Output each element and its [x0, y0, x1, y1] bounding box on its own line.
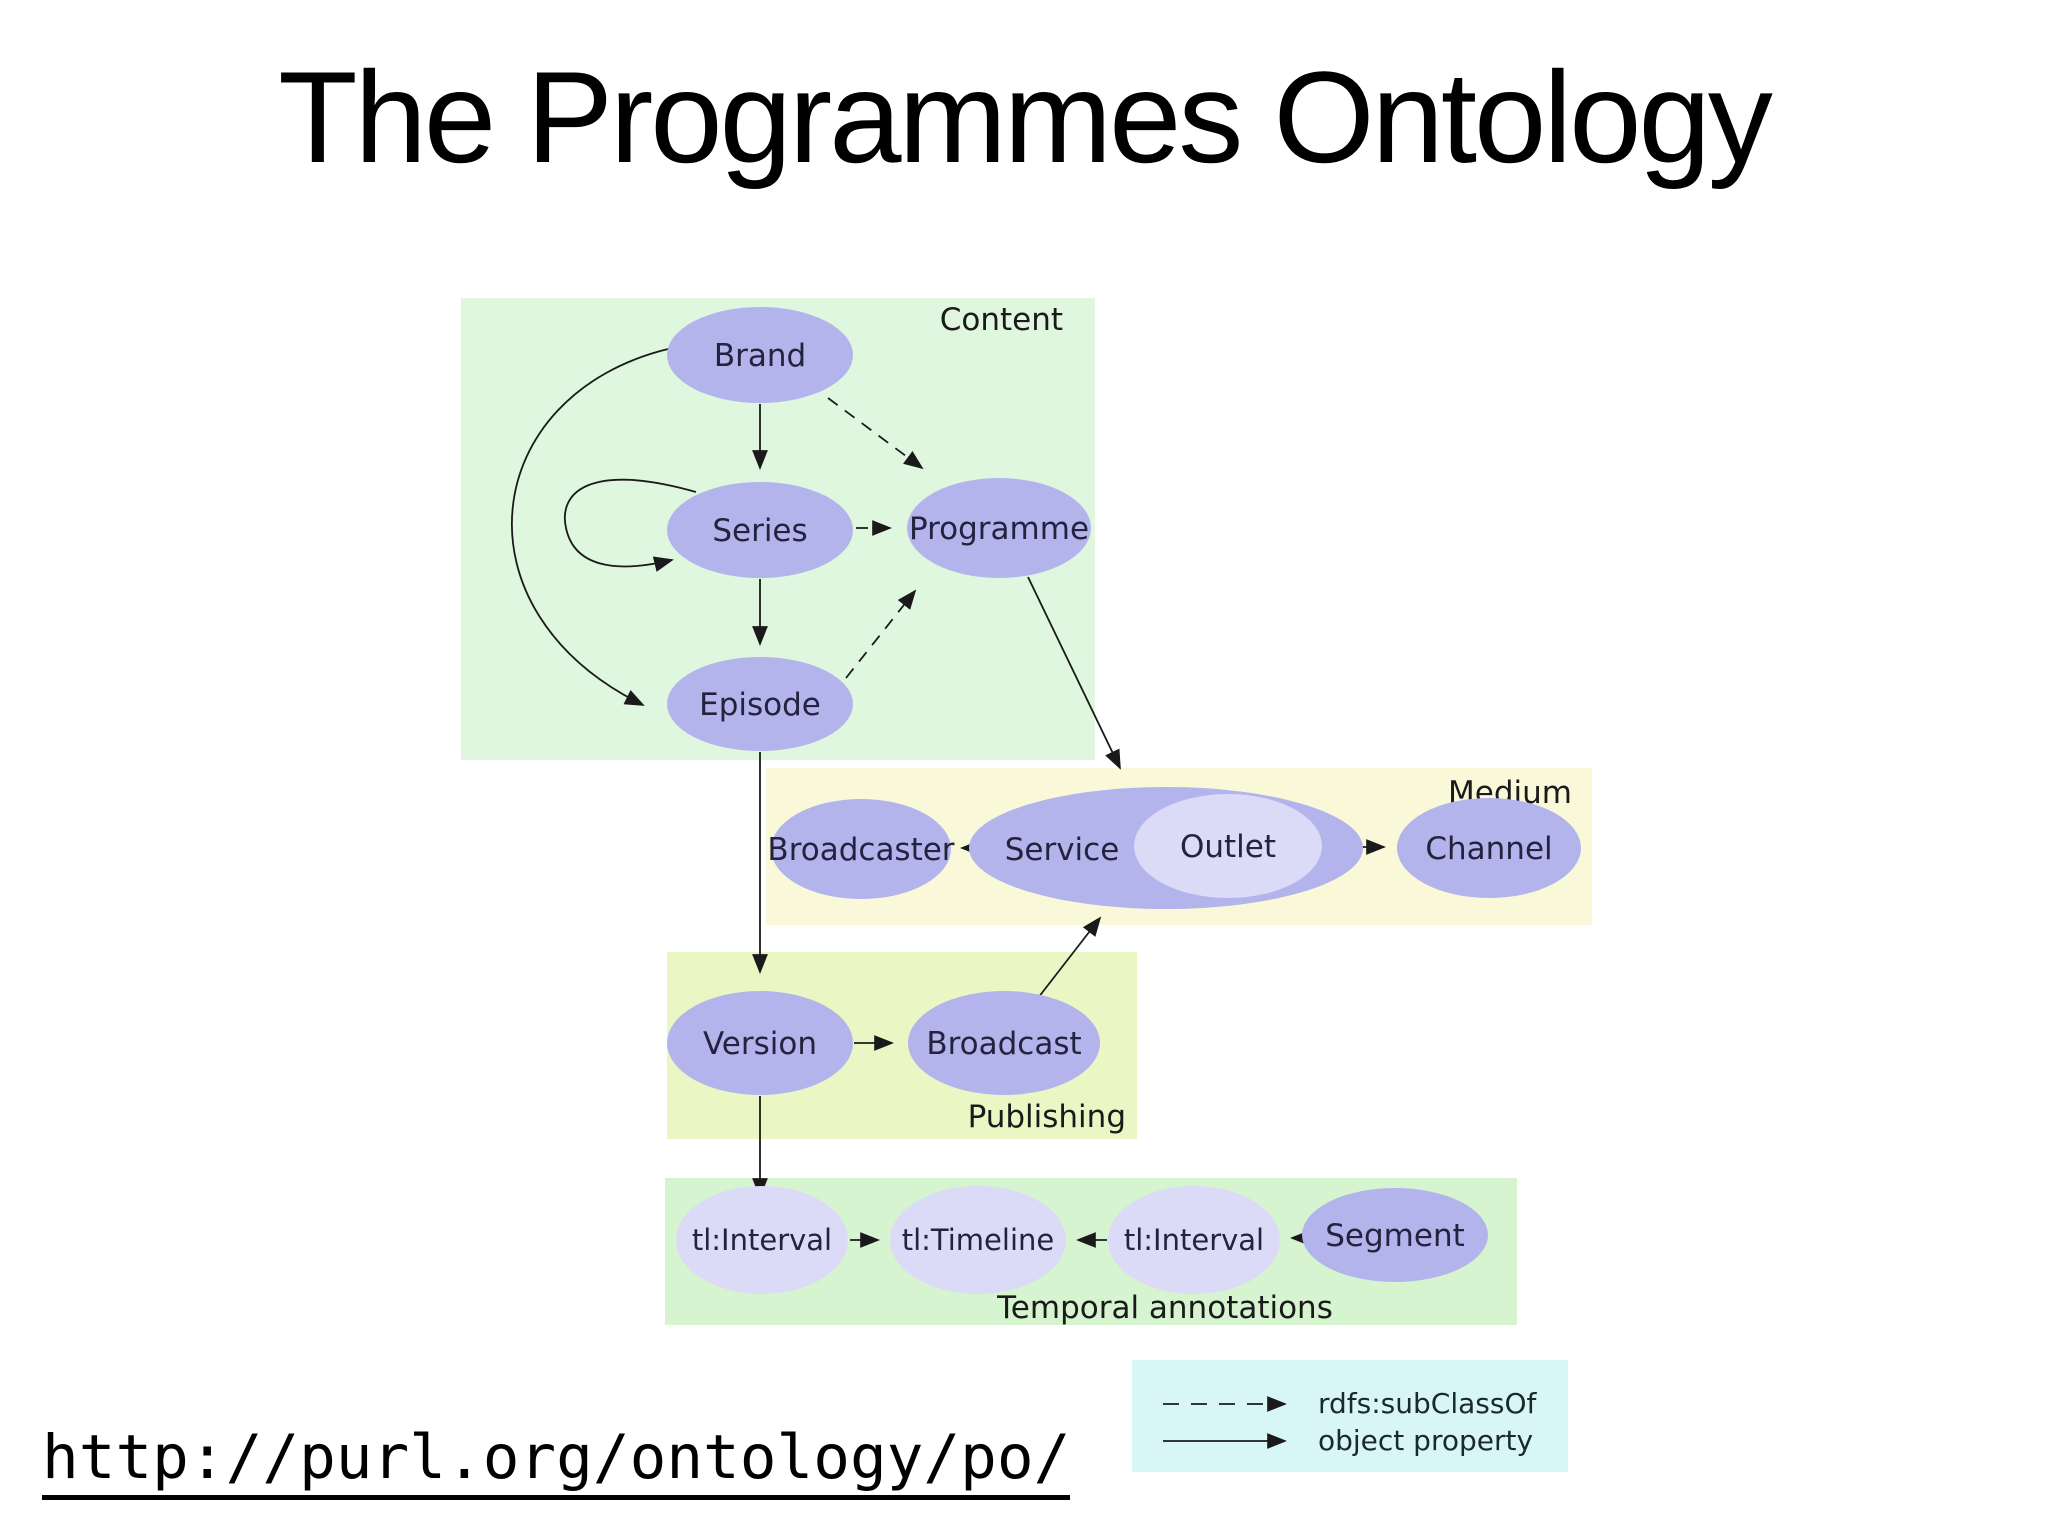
- episode-label: Episode: [699, 687, 821, 723]
- channel-node: [1397, 798, 1581, 898]
- publishing-group-label: Publishing: [968, 1099, 1126, 1135]
- programme-label: Programme: [909, 511, 1089, 547]
- series-node: [667, 482, 853, 578]
- broadcast-node: [908, 991, 1100, 1095]
- timeline-label: tl:Timeline: [902, 1223, 1055, 1257]
- segment-label: Segment: [1325, 1218, 1465, 1254]
- legend-object-property-label: object property: [1318, 1424, 1533, 1457]
- edge-series-self-loop: [564, 478, 697, 572]
- version-label: Version: [703, 1026, 817, 1062]
- ontology-url-bar: http://purl.org/ontology/po/: [42, 1422, 1071, 1500]
- interval1-node: [676, 1186, 848, 1294]
- service-label: Service: [1005, 832, 1120, 868]
- broadcast-label: Broadcast: [926, 1026, 1081, 1062]
- interval2-label: tl:Interval: [1124, 1223, 1264, 1257]
- content-group-label: Content: [940, 302, 1063, 338]
- temporal-group-label: Temporal annotations: [996, 1290, 1333, 1326]
- edge-brand-episode-arc: [510, 348, 669, 706]
- brand-label: Brand: [714, 338, 806, 374]
- broadcaster-node: [771, 799, 951, 899]
- outlet-label: Outlet: [1180, 829, 1276, 865]
- edge-programme-service: [1027, 576, 1121, 770]
- episode-node: [667, 657, 853, 751]
- edge-broadcast-service: [1037, 916, 1102, 999]
- brand-node: [667, 307, 853, 403]
- broadcaster-label: Broadcaster: [767, 832, 954, 868]
- version-node: [667, 991, 853, 1095]
- interval2-node: [1108, 1186, 1280, 1294]
- page-title: The Programmes Ontology: [278, 44, 1773, 190]
- interval1-label: tl:Interval: [692, 1223, 832, 1257]
- timeline-node: [890, 1186, 1066, 1294]
- legend-box: [1132, 1360, 1568, 1472]
- edge-episode-programme-subclass: [845, 589, 917, 679]
- series-label: Series: [712, 513, 807, 549]
- outlet-node: [1134, 794, 1322, 898]
- ontology-url-link[interactable]: http://purl.org/ontology/po/: [42, 1422, 1071, 1500]
- segment-node: [1302, 1188, 1488, 1282]
- channel-label: Channel: [1425, 831, 1552, 867]
- legend-subclass-label: rdfs:subClassOf: [1318, 1387, 1537, 1420]
- programme-node: [907, 478, 1091, 578]
